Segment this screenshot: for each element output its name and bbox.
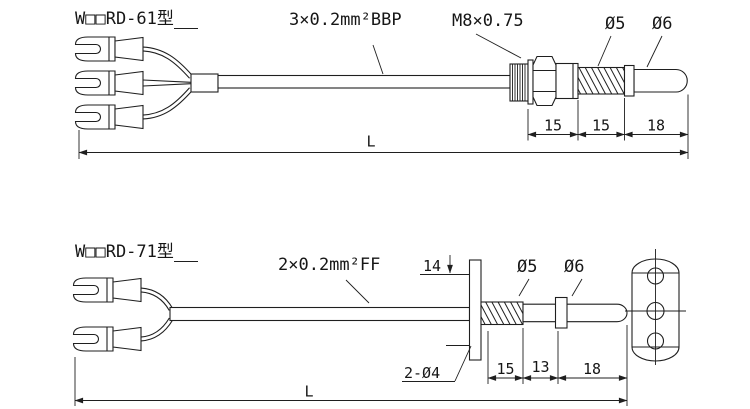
serrated-fitting xyxy=(509,63,529,102)
dim-label: 15 xyxy=(544,117,562,135)
mounting-hole xyxy=(646,267,665,285)
threaded-section xyxy=(480,301,524,326)
tip-dia-label: Ø6 xyxy=(564,257,584,277)
junction-sleeve xyxy=(190,73,219,93)
washer xyxy=(527,59,534,105)
center-hole xyxy=(646,301,665,321)
overall-length-label: L xyxy=(366,133,375,151)
mounting-flange xyxy=(468,259,482,361)
fork-terminal xyxy=(74,36,144,62)
thread-spec-label: M8×0.75 xyxy=(452,11,524,31)
lead-wires xyxy=(140,287,174,342)
collar xyxy=(554,296,568,329)
fork-terminal xyxy=(72,326,142,352)
fork-terminal xyxy=(72,277,142,303)
flange-hole-reference xyxy=(402,255,472,382)
lead-wires xyxy=(142,46,193,120)
model-title: W□□RD-71型 xyxy=(75,242,174,262)
dim-label: 15 xyxy=(592,117,610,135)
cable xyxy=(217,74,511,89)
collar xyxy=(623,64,635,97)
threaded-section xyxy=(577,66,626,95)
flange-offset-label: 14 xyxy=(423,257,441,275)
rd71-diagram: W□□RD-71型 2×0.2mm²FF 14 Ø5 Ø6 2-Ø4 15 13… xyxy=(72,242,686,406)
fork-terminal xyxy=(74,70,144,96)
dim-label: 18 xyxy=(583,360,601,378)
dimension-lines xyxy=(78,94,689,159)
hex-nut xyxy=(532,55,557,107)
nut-body xyxy=(555,62,579,100)
mounting-hole xyxy=(646,332,665,350)
dimension-lines xyxy=(74,325,628,406)
probe-dia-label: Ø5 xyxy=(605,14,625,34)
fork-terminal xyxy=(74,104,144,130)
cable-spec-label: 2×0.2mm²FF xyxy=(278,255,380,275)
probe-dia-label: Ø5 xyxy=(517,257,537,277)
leader-lines xyxy=(345,278,583,304)
cable-spec-label: 3×0.2mm²BBP xyxy=(289,10,402,30)
flange-front-view xyxy=(625,249,686,365)
leader-lines xyxy=(372,33,663,75)
model-title: W□□RD-61型 xyxy=(75,9,174,29)
dim-label: 15 xyxy=(496,360,514,378)
cable xyxy=(169,306,471,322)
tip-dia-label: Ø6 xyxy=(652,14,672,34)
dim-label: 18 xyxy=(647,117,665,135)
overall-length-label: L xyxy=(304,383,313,401)
flange-holes-label: 2-Ø4 xyxy=(404,364,440,382)
dim-label: 13 xyxy=(531,358,549,376)
probe-tube xyxy=(633,68,688,93)
rd61-diagram: W□□RD-61型 3×0.2mm²BBP M8×0.75 Ø5 Ø6 15 1… xyxy=(74,9,689,159)
probe-tube xyxy=(522,303,628,323)
